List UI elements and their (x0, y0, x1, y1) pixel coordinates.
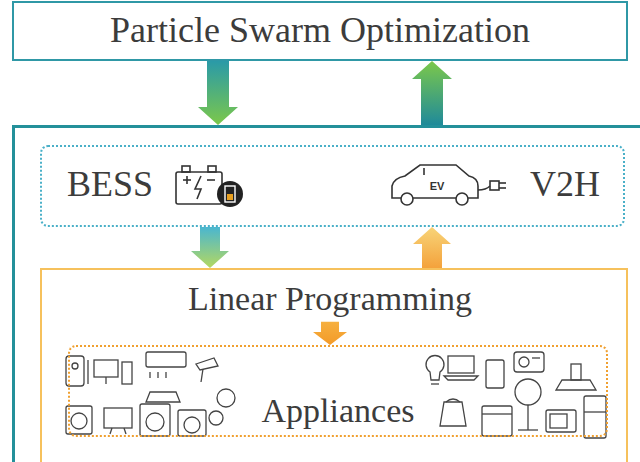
node-text: Particle Swarm Optimization (110, 11, 530, 51)
flow-arrow (412, 61, 452, 125)
flow-arrow (191, 227, 229, 268)
flow-arrow (198, 61, 238, 125)
system-frame: BESS V2H Appliances Linear Programming (12, 125, 640, 462)
programming-box: Appliances Linear Programming (40, 268, 628, 462)
node-text: BESS (67, 165, 153, 205)
node-text: Linear Programming (188, 280, 472, 317)
node-text: Appliances (262, 392, 415, 429)
flow-arrow (313, 322, 347, 345)
battery-icon (176, 166, 222, 204)
node-text: V2H (530, 165, 600, 205)
battery-charge-badge (217, 181, 243, 207)
optimizer-box: Particle Swarm Optimization (12, 1, 628, 61)
appliance-group: Appliances (68, 345, 608, 437)
icon-label: EV (430, 180, 445, 192)
storage-group: BESS V2H (40, 145, 625, 227)
ev-car-icon (392, 165, 506, 205)
flow-arrow (413, 227, 451, 268)
appliance-icons (66, 352, 606, 438)
